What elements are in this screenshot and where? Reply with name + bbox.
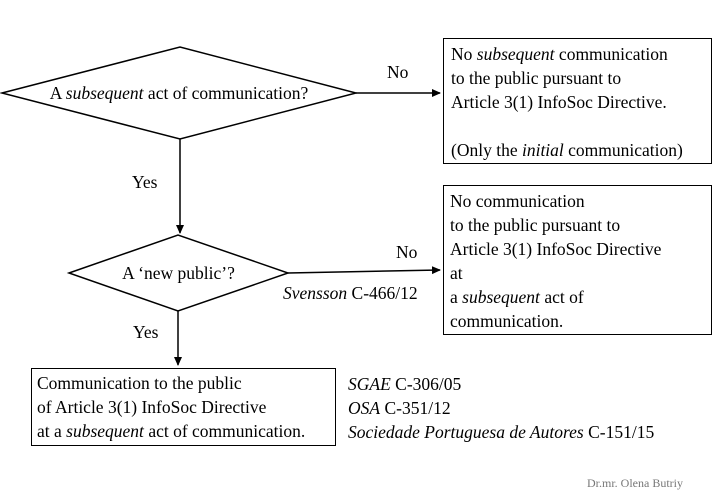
diamond1-label: A subsequent act of communication? bbox=[49, 83, 309, 103]
outcome-box-no-subsequent: No subsequent communication to the publi… bbox=[443, 38, 712, 164]
case-citations: SGAE C-306/05 OSA C-351/12 Sociedade Por… bbox=[348, 372, 654, 444]
outcome-box-communication: Communication to the public of Article 3… bbox=[31, 368, 336, 446]
outcome-box-no-new-public: No communication to the public pursuant … bbox=[443, 185, 712, 335]
edge-label-no-1: No bbox=[387, 62, 409, 82]
edge-label-no-2: No bbox=[396, 242, 418, 262]
svensson-case-number: C-466/12 bbox=[347, 283, 418, 303]
author-credit: Dr.mr. Olena Butriy bbox=[587, 476, 683, 490]
svensson-citation: Svensson C-466/12 bbox=[283, 281, 418, 305]
svensson-case-name: Svensson bbox=[283, 283, 348, 303]
case-citation: Sociedade Portuguesa de Autores C-151/15 bbox=[348, 422, 655, 442]
case-citation: OSA C-351/12 bbox=[348, 398, 451, 418]
diamond2-label: A ‘new public’? bbox=[122, 263, 235, 283]
arrow-no-2 bbox=[287, 266, 441, 275]
diamond1-label-em: subsequent bbox=[65, 83, 144, 103]
case-citation: SGAE C-306/05 bbox=[348, 374, 462, 394]
edge-label-yes-2: Yes bbox=[133, 322, 159, 342]
edge-label-yes-1: Yes bbox=[132, 172, 158, 192]
